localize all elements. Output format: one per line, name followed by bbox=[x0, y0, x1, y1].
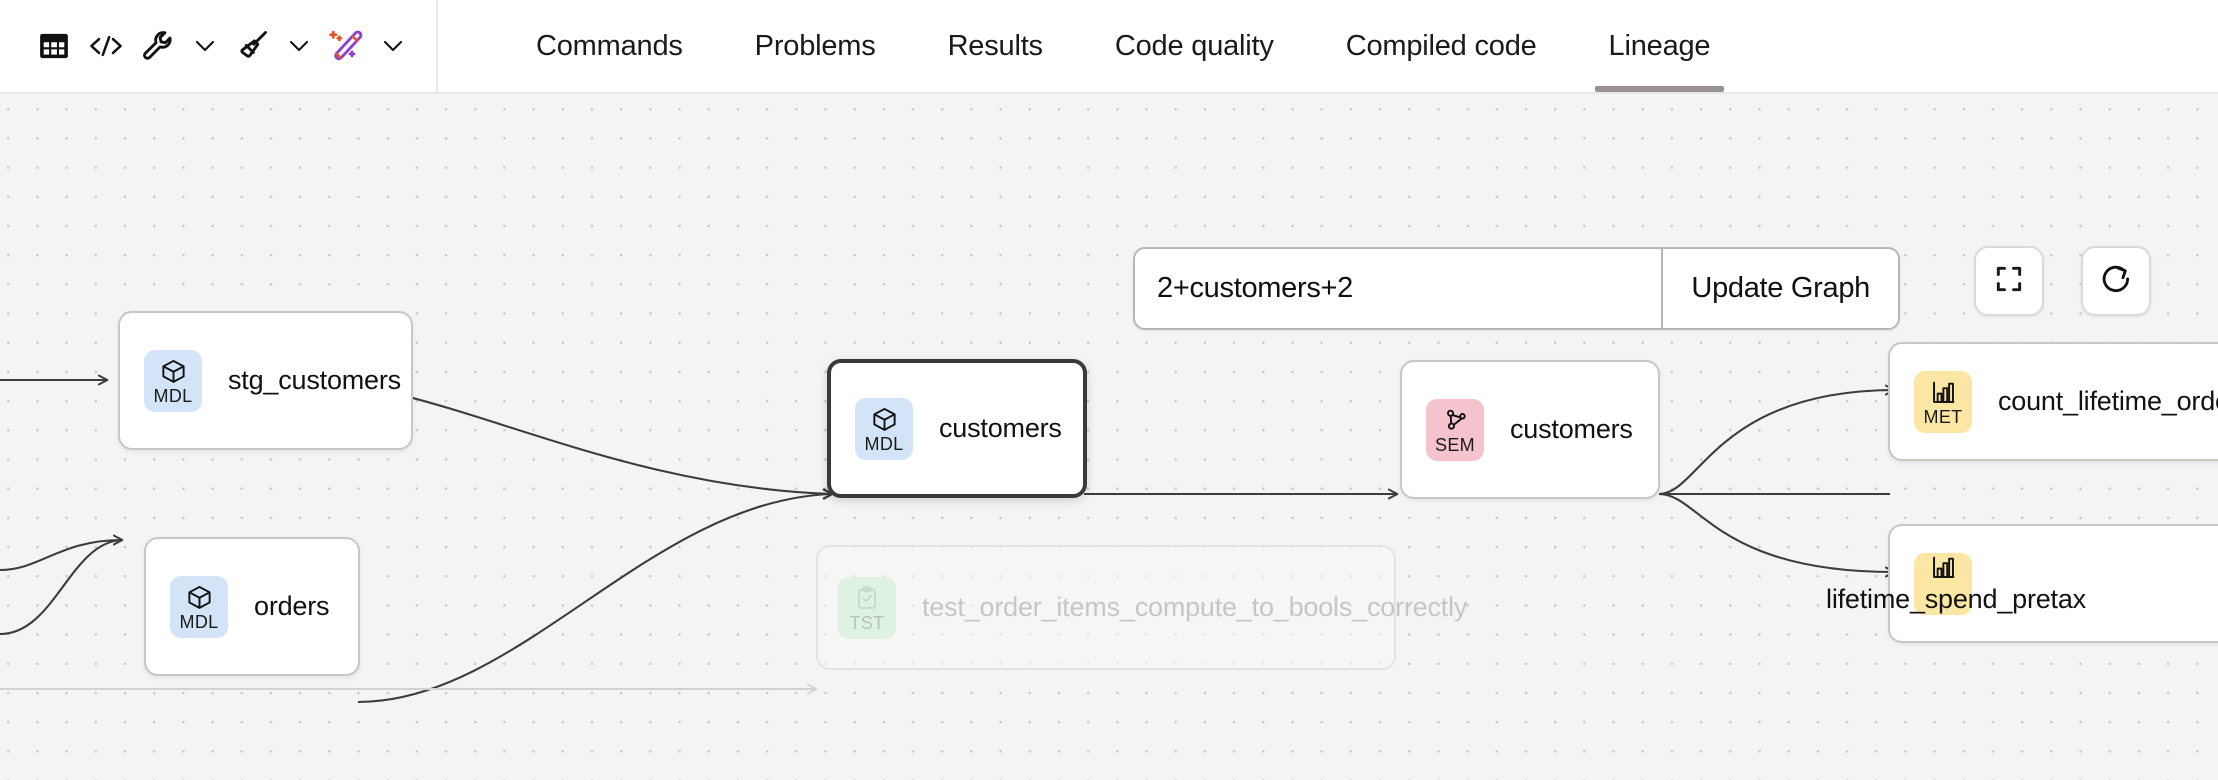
node-type-badge-mdl: MDL bbox=[144, 349, 202, 412]
node-type-badge-mdl: MDL bbox=[855, 397, 913, 460]
ai-assist-menu-button[interactable] bbox=[320, 20, 414, 72]
tab-results[interactable]: Results bbox=[912, 0, 1079, 92]
badge-label: MET bbox=[1923, 407, 1963, 427]
tab-label: Code quality bbox=[1114, 29, 1274, 62]
network-graph-icon bbox=[1442, 405, 1469, 435]
lineage-node-lifetime-spend-pretax[interactable]: lifetime_spend_pretax bbox=[1826, 524, 2218, 643]
magic-wand-icon bbox=[320, 20, 372, 72]
fit-view-button[interactable] bbox=[1974, 246, 2044, 316]
app-header: Commands Problems Results Code quality C… bbox=[0, 0, 2218, 94]
tab-commands[interactable]: Commands bbox=[500, 0, 719, 92]
refresh-button[interactable] bbox=[2081, 246, 2151, 316]
broom-icon bbox=[226, 20, 278, 72]
node-type-badge-sem: SEM bbox=[1426, 398, 1484, 461]
code-view-button[interactable] bbox=[80, 20, 132, 72]
wrench-icon bbox=[132, 20, 184, 72]
node-label: orders bbox=[254, 591, 330, 621]
badge-label: MDL bbox=[153, 386, 193, 406]
tab-compiled-code[interactable]: Compiled code bbox=[1310, 0, 1573, 92]
tab-label: Compiled code bbox=[1345, 29, 1537, 62]
graph-query-input[interactable] bbox=[1135, 249, 1662, 328]
cube-icon bbox=[160, 356, 187, 386]
format-menu-button[interactable] bbox=[226, 20, 320, 72]
bar-chart-icon bbox=[1930, 553, 1957, 583]
lineage-node-orders[interactable]: MDL orders bbox=[144, 537, 360, 676]
tab-code-quality[interactable]: Code quality bbox=[1079, 0, 1310, 92]
chevron-down-icon[interactable] bbox=[184, 20, 226, 72]
cube-icon bbox=[871, 404, 898, 434]
node-label: stg_customers bbox=[228, 365, 401, 395]
lineage-node-count-lifetime-orders[interactable]: MET count_lifetime_orders bbox=[1888, 342, 2218, 461]
badge-label: MDL bbox=[179, 612, 219, 632]
badge-label: MDL bbox=[864, 434, 904, 454]
chevron-down-icon[interactable] bbox=[372, 20, 414, 72]
tab-label: Results bbox=[947, 29, 1044, 62]
tab-label: Lineage bbox=[1608, 29, 1711, 62]
lineage-node-test-order-items[interactable]: TST test_order_items_compute_to_bools_co… bbox=[816, 545, 1468, 670]
refresh-icon bbox=[2099, 262, 2133, 301]
node-label: test_order_items_compute_to_bools_correc… bbox=[922, 592, 1468, 623]
cube-icon bbox=[186, 582, 213, 612]
tab-lineage[interactable]: Lineage bbox=[1573, 0, 1747, 92]
clipboard-check-icon bbox=[854, 583, 880, 613]
badge-label: TST bbox=[849, 613, 885, 633]
node-type-badge-tst: TST bbox=[838, 576, 896, 639]
lineage-node-customers-semantic[interactable]: SEM customers bbox=[1400, 360, 1660, 499]
tab-problems[interactable]: Problems bbox=[719, 0, 912, 92]
table-view-icon bbox=[28, 20, 80, 72]
tools-menu-button[interactable] bbox=[132, 20, 226, 72]
tab-label: Commands bbox=[536, 29, 683, 62]
node-type-badge-mdl: MDL bbox=[170, 575, 228, 638]
update-graph-button[interactable]: Update Graph bbox=[1661, 249, 1898, 328]
graph-query-bar: Update Graph bbox=[1133, 247, 1900, 330]
lineage-node-customers-model[interactable]: MDL customers bbox=[827, 359, 1087, 498]
node-type-badge-met: MET bbox=[1914, 370, 1972, 433]
editor-toolbar bbox=[0, 0, 448, 92]
fit-view-icon bbox=[1993, 263, 2025, 300]
node-label: customers bbox=[1510, 414, 1633, 444]
lineage-canvas[interactable]: MDL stg_customers MDL orders bbox=[0, 94, 2218, 780]
node-label: customers bbox=[939, 413, 1062, 443]
toolbar-divider bbox=[436, 0, 438, 92]
code-view-icon bbox=[80, 20, 132, 72]
tab-label: Problems bbox=[754, 29, 876, 62]
chevron-down-icon[interactable] bbox=[278, 20, 320, 72]
lineage-node-stg-customers[interactable]: MDL stg_customers bbox=[118, 311, 413, 450]
panel-tabs: Commands Problems Results Code quality C… bbox=[448, 0, 1746, 92]
node-label: count_lifetime_orders bbox=[1998, 386, 2218, 416]
bar-chart-icon bbox=[1930, 377, 1957, 407]
node-type-badge-met: lifetime_spend_pretax bbox=[1826, 552, 2086, 615]
node-label: lifetime_spend_pretax bbox=[1826, 583, 2086, 614]
table-view-button[interactable] bbox=[28, 20, 80, 72]
badge-label: SEM bbox=[1435, 435, 1475, 455]
